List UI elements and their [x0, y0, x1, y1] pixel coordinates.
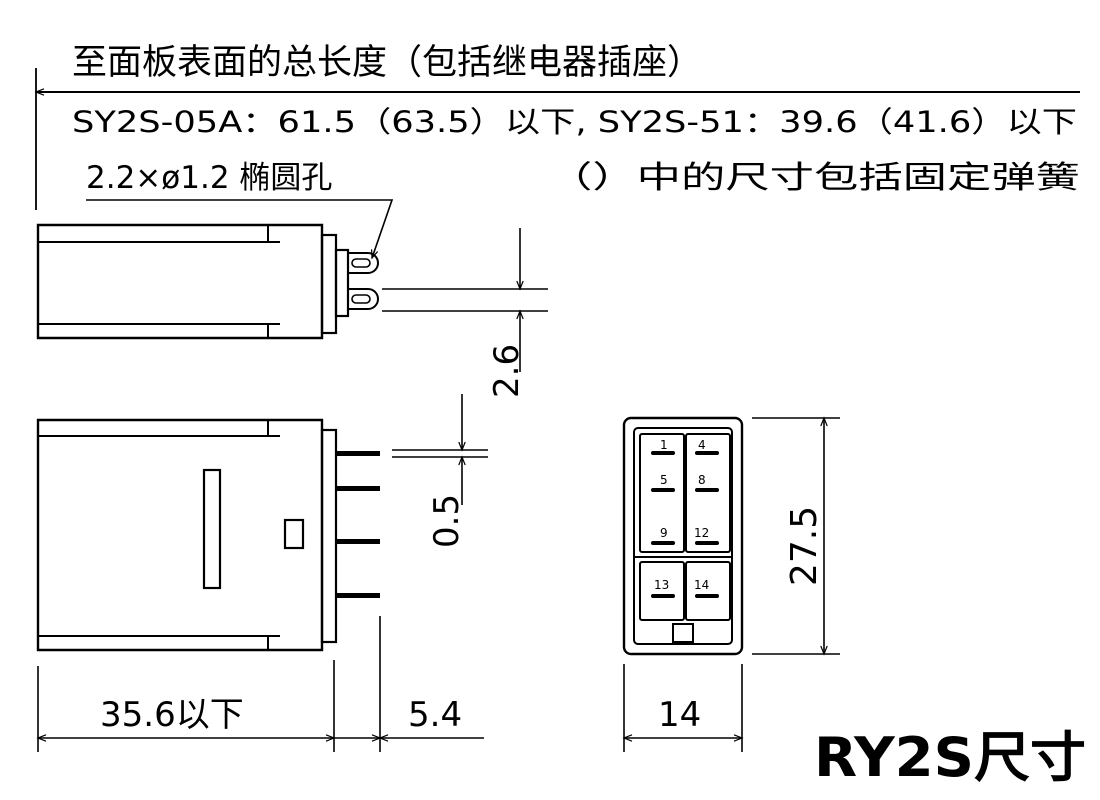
dimension-label-2-6: 2.6	[487, 344, 527, 398]
parentheses-note: （）中的尺寸包括固定弹簧	[548, 160, 1080, 196]
dimension-pin-length: 5.4	[334, 616, 484, 752]
oval-hole-leader	[86, 199, 394, 260]
pin-number-9: 9	[660, 526, 668, 540]
dimension-height: 27.5	[752, 416, 840, 656]
total-length-values: SY2S-05A：61.5（63.5）以下, SY2S-51：39.6（41.6…	[72, 105, 1077, 139]
total-length-title: 至面板表面的总长度（包括继电器插座）	[72, 43, 702, 83]
pin-number-12: 12	[694, 526, 709, 540]
dimension-label-14: 14	[658, 695, 701, 735]
pin-number-1: 1	[660, 438, 668, 452]
pin-number-4: 4	[698, 438, 706, 452]
dimension-label-27-5: 27.5	[784, 506, 825, 586]
dimension-label-0-5: 0.5	[427, 494, 467, 548]
pin-number-5: 5	[660, 473, 668, 487]
pin-number-13: 13	[654, 578, 669, 592]
total-length-leader	[34, 68, 1080, 210]
relay-front-view	[36, 418, 488, 652]
pin-number-14: 14	[694, 578, 709, 592]
dimension-width: 14	[622, 664, 744, 752]
pin-number-8: 8	[698, 473, 706, 487]
figure-caption: RY2S尺寸	[814, 726, 1086, 789]
dimension-pin-thickness: 0.5	[427, 394, 467, 548]
dimension-body-length: 35.6以下	[36, 660, 336, 752]
relay-bottom-view: 1 4 5 8 9 12 13 14	[622, 416, 744, 656]
dimension-pin-pitch: 2.6	[487, 228, 527, 398]
dimension-label-35-6: 35.6以下	[100, 695, 244, 735]
oval-hole-note: 2.2×ø1.2 椭圆孔	[86, 160, 332, 196]
dimension-label-5-4: 5.4	[408, 695, 462, 735]
relay-top-view	[36, 223, 548, 340]
